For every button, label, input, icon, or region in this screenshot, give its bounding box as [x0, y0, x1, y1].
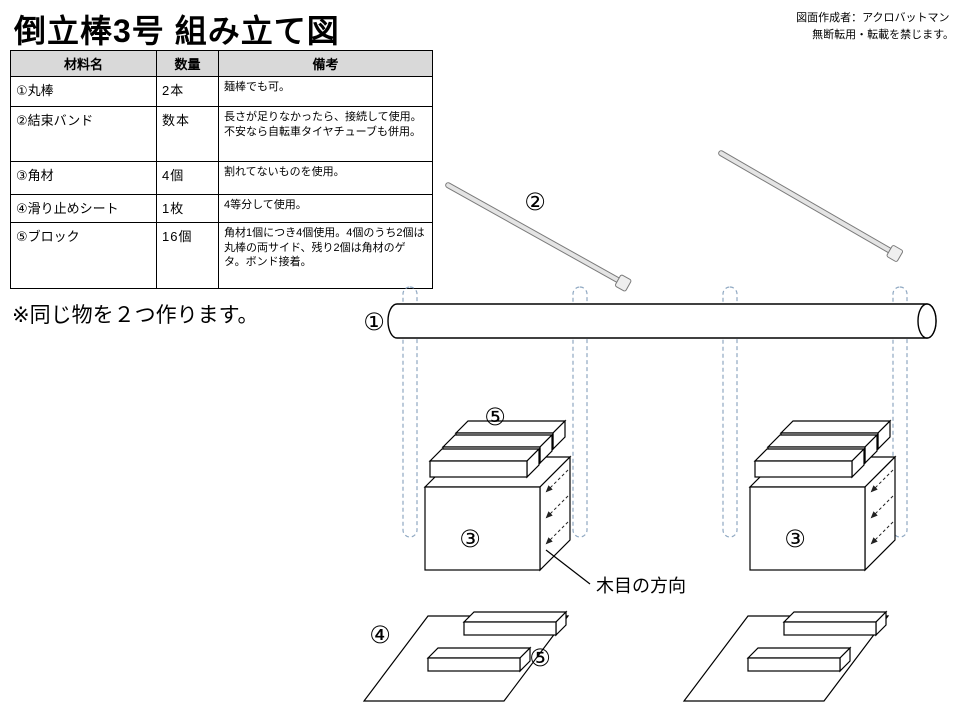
- quantity-cell: 4個: [156, 161, 219, 195]
- remark-cell: 4等分して使用。: [218, 194, 433, 223]
- col-header-material: 材料名: [10, 50, 157, 77]
- label-lumber-right: ③: [784, 525, 806, 553]
- remark-cell: 角材1個につき4個使用。4個のうち2個は丸棒の両サイド、残り2個は角材のゲタ。ボ…: [218, 222, 433, 289]
- col-header-remarks: 備考: [218, 50, 433, 77]
- remark-cell: 麺棒でも可。: [218, 76, 433, 107]
- material-name-cell: ④滑り止めシート: [10, 194, 157, 223]
- page-title: 倒立棒3号 組み立て図: [14, 13, 340, 49]
- lumber-assembly-right: [750, 421, 895, 570]
- table-row: ②結束バンド 数本 長さが足りなかったら、接続して使用。不安なら自転車タイヤチュ…: [10, 106, 433, 162]
- round-bar: [387, 303, 937, 339]
- table-header-row: 材料名 数量 備考: [10, 50, 433, 77]
- quantity-cell: 16個: [156, 222, 219, 289]
- label-cable-tie: ②: [524, 188, 546, 216]
- quantity-cell: 1枚: [156, 194, 219, 223]
- label-round-bar: ①: [363, 308, 385, 336]
- grain-direction-pointer: [545, 549, 591, 585]
- label-sheet: ④: [369, 621, 391, 649]
- lumber-assembly-left: [425, 421, 570, 570]
- quantity-cell: 2本: [156, 76, 219, 107]
- nonslip-sheet-right: [683, 611, 889, 702]
- credit-author-line: 図面作成者：アクロバットマン: [796, 12, 950, 24]
- materials-table: 材料名 数量 備考 ①丸棒 2本 麺棒でも可。 ②結束バンド 数本 長さが足りな…: [10, 50, 433, 289]
- material-name-cell: ①丸棒: [10, 76, 157, 107]
- grain-direction-label: 木目の方向: [596, 576, 686, 597]
- remark-cell: 長さが足りなかったら、接続して使用。不安なら自転車タイヤチューブも併用。: [218, 106, 433, 162]
- material-name-cell: ⑤ブロック: [10, 222, 157, 289]
- author-credit: 図面作成者：アクロバットマン 無断転用・転載を禁じます。: [796, 10, 954, 44]
- duplicate-note: ※同じ物を２つ作ります。: [12, 304, 259, 327]
- table-row: ①丸棒 2本 麺棒でも可。: [10, 76, 433, 107]
- credit-notice-line: 無断転用・転載を禁じます。: [812, 29, 954, 42]
- label-block-top: ⑤: [484, 403, 506, 431]
- table-row: ④滑り止めシート 1枚 4等分して使用。: [10, 194, 433, 223]
- table-row: ⑤ブロック 16個 角材1個につき4個使用。4個のうち2個は丸棒の両サイド、残り…: [10, 222, 433, 289]
- remark-cell: 割れてないものを使用。: [218, 161, 433, 195]
- material-name-cell: ②結束バンド: [10, 106, 157, 162]
- table-row: ③角材 4個 割れてないものを使用。: [10, 161, 433, 195]
- cable-tie-right: [715, 145, 904, 263]
- label-block-bottom: ⑤: [529, 644, 551, 672]
- label-lumber-left: ③: [459, 525, 481, 553]
